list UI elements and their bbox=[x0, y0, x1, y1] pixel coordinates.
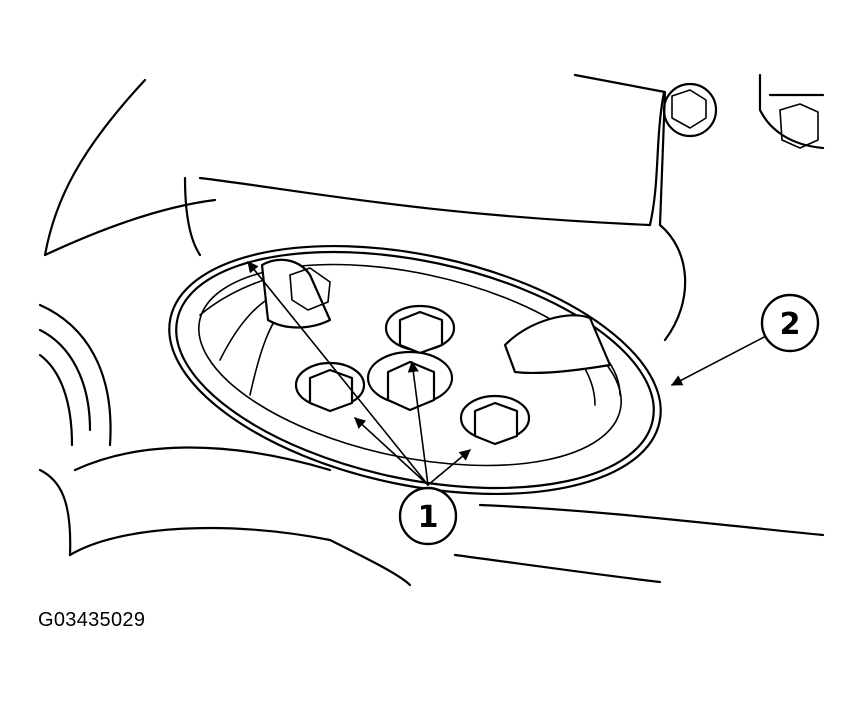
callout-2-leader bbox=[671, 334, 769, 386]
callout-2-label: 2 bbox=[780, 307, 801, 342]
bolt-left bbox=[294, 361, 366, 413]
callout-2: 2 bbox=[760, 293, 820, 353]
bolt-center bbox=[366, 350, 454, 412]
crankshaft-pulley bbox=[168, 244, 662, 496]
bolt-right bbox=[459, 394, 531, 446]
bolt-top bbox=[384, 304, 456, 355]
pulley-bolts bbox=[294, 304, 531, 446]
figure-id: G03435029 bbox=[38, 609, 146, 631]
callout-1: 1 bbox=[398, 486, 458, 546]
engine-housing-outline bbox=[38, 73, 825, 587]
callout-1-label: 1 bbox=[418, 500, 439, 535]
callout-1-leaders bbox=[247, 261, 471, 486]
